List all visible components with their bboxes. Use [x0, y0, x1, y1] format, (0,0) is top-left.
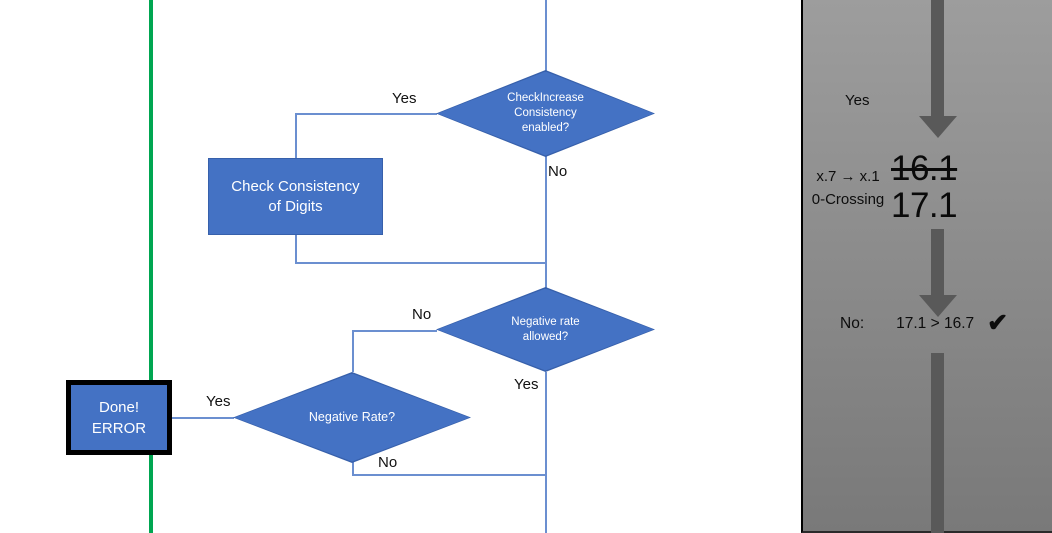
result-expression: 17.1 > 16.7: [896, 315, 975, 332]
connector-yes-top: [295, 113, 437, 115]
down-arrow-head-2: [919, 295, 957, 317]
text-line: Check Consistency: [231, 177, 360, 195]
text-line: CheckIncrease: [507, 92, 584, 104]
text-line: of Digits: [268, 197, 323, 215]
decision-check-increase-text: CheckIncrease Consistency enabled?: [436, 70, 655, 157]
branch-label-no-top: No: [548, 163, 568, 180]
decision-negative-rate-allowed: Negative rate allowed?: [436, 287, 655, 372]
down-arrow-shaft-3: [931, 353, 944, 533]
branch-label-yes-left: Yes: [206, 393, 231, 410]
connector-to-negative-rate: [352, 330, 354, 372]
connector-top-entry: [545, 0, 547, 71]
value-comparison: 16.1 17.1: [891, 149, 958, 225]
text-line: Consistency: [514, 107, 577, 119]
checkmark-icon: ✔: [987, 309, 1009, 337]
branch-label-no-mid: No: [412, 306, 432, 323]
comparison-result: No: 17.1 > 16.7 ✔: [840, 311, 1008, 336]
panel-yes-label: Yes: [845, 92, 870, 109]
text-line: Negative rate: [511, 315, 580, 328]
decision-negative-rate-allowed-text: Negative rate allowed?: [436, 287, 655, 372]
text-line: Negative Rate?: [308, 410, 396, 424]
text-line: allowed?: [522, 330, 569, 343]
connector-to-check-box: [295, 113, 297, 159]
terminator-done-error: Done! ERROR: [66, 380, 172, 455]
green-guide-line: [149, 0, 153, 533]
rule-line-1: x.7 → x.1: [816, 168, 880, 185]
text-line: enabled?: [521, 122, 570, 134]
connector-yes-to-done: [172, 417, 234, 419]
connector-from-check-box: [295, 233, 297, 263]
example-trace-panel: Yes x.7 → x.1 0-Crossing 16.1 17.1 No: 17…: [801, 0, 1052, 533]
rule-annotation: x.7 → x.1 0-Crossing: [805, 165, 891, 211]
connector-no-top-down: [545, 156, 547, 288]
down-arrow-shaft-1: [931, 0, 944, 116]
connector-no-mid: [352, 330, 437, 332]
text-line: ERROR: [91, 419, 147, 437]
connector-no-bottom-right: [352, 474, 546, 476]
branch-label-yes-top: Yes: [392, 90, 417, 107]
connector-no-bottom-down: [352, 462, 354, 476]
result-label: No:: [840, 315, 865, 332]
down-arrow-head-1: [919, 116, 957, 138]
value-new: 17.1: [891, 186, 958, 225]
decision-negative-rate: Negative Rate?: [233, 372, 471, 463]
process-check-consistency: Check Consistency of Digits: [208, 158, 383, 235]
decision-negative-rate-text: Negative Rate?: [233, 372, 471, 463]
value-old-strikethrough: 16.1: [891, 149, 958, 188]
connector-merge-horizontal: [295, 262, 546, 264]
down-arrow-shaft-2: [931, 229, 944, 295]
branch-label-yes-mid: Yes: [514, 376, 539, 393]
text-line: Done!: [98, 398, 140, 416]
decision-check-increase: CheckIncrease Consistency enabled?: [436, 70, 655, 157]
connector-yes-mid-down: [545, 372, 547, 533]
rule-line-2: 0-Crossing: [811, 191, 885, 208]
branch-label-no-bottom: No: [378, 454, 398, 471]
